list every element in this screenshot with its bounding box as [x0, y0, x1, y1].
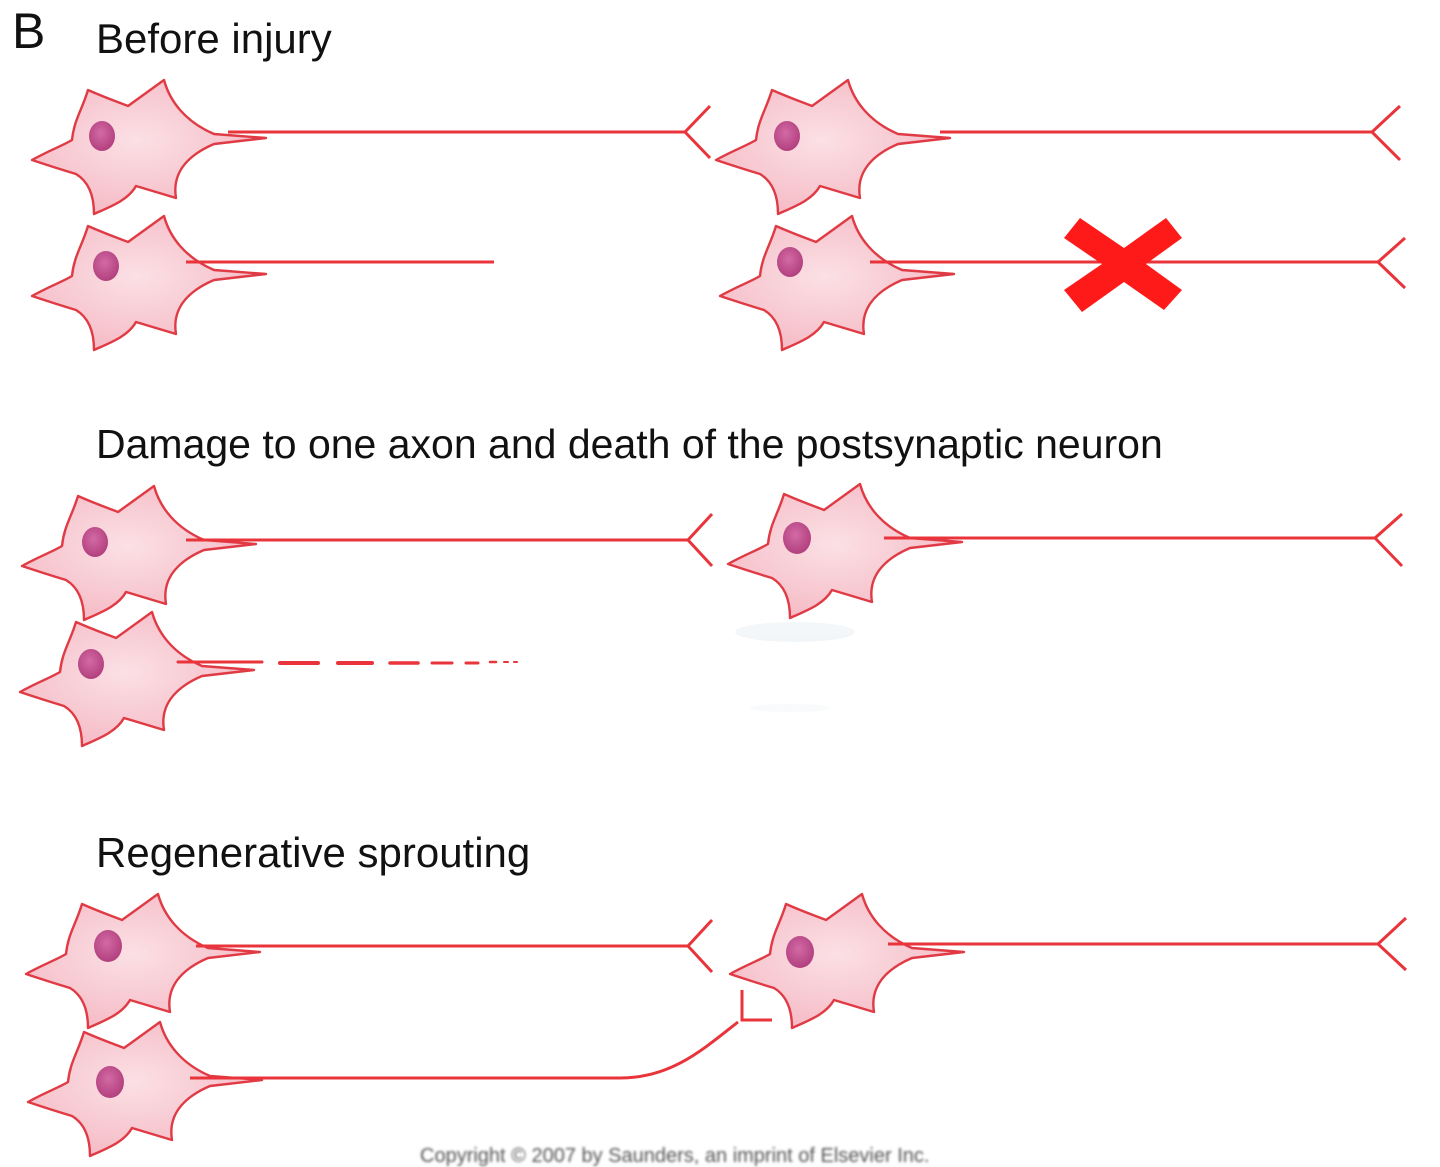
neuron-postsynaptic-intact	[726, 482, 1404, 620]
neuron-presynaptic-intact	[20, 484, 714, 622]
section-damage	[18, 482, 1404, 748]
dead-neuron-ghost	[735, 622, 855, 712]
section-before-injury	[30, 78, 1407, 352]
neuron-soma	[26, 1020, 264, 1158]
neuron-nucleus	[96, 1066, 124, 1098]
section-title-damage: Damage to one axon and death of the post…	[96, 421, 1163, 467]
neuron-presynaptic-regenerated	[26, 990, 772, 1158]
neuron-soma	[728, 892, 966, 1030]
axon-terminal	[1372, 512, 1404, 568]
neuron-soma	[30, 78, 268, 216]
neuron-soma	[726, 482, 964, 620]
panel-letter: B	[12, 3, 46, 59]
neuron-presynaptic-upper-sprouting	[24, 892, 714, 1030]
axon-terminal	[1375, 236, 1407, 290]
axon-sprout	[190, 1020, 739, 1080]
neuron-postsynaptic-lower	[718, 214, 1407, 352]
copyright-notice: Copyright © 2007 by Saunders, an imprint…	[420, 1145, 930, 1167]
neuron-postsynaptic-upper	[714, 78, 1402, 216]
sprout-terminal	[740, 990, 772, 1022]
neuron-nucleus	[78, 649, 104, 679]
neuron-presynaptic-lower	[30, 214, 494, 352]
neuron-nucleus	[783, 522, 811, 554]
axon-terminal	[685, 512, 714, 568]
neuron-soma	[24, 892, 262, 1030]
neuron-nucleus	[94, 930, 122, 962]
neuron-nucleus	[93, 251, 119, 281]
axon-degenerating	[176, 660, 518, 665]
axon-terminal	[1375, 916, 1408, 972]
neuron-soma	[18, 610, 256, 748]
axon-terminal	[682, 104, 712, 160]
neuron-nucleus	[786, 936, 814, 968]
neuron-postsynaptic-sprouting	[728, 892, 1408, 1030]
section-title-regenerative-sprouting: Regenerative sprouting	[96, 829, 531, 876]
axon-terminal	[685, 918, 714, 974]
neuron-soma	[718, 214, 956, 352]
neuron-nucleus	[777, 247, 803, 277]
neuron-soma	[30, 214, 268, 352]
neuron-soma	[20, 484, 258, 622]
neuron-presynaptic-upper	[30, 78, 712, 216]
section-regenerative-sprouting	[24, 892, 1408, 1158]
x-mark-icon	[1064, 218, 1182, 312]
neuron-nucleus	[89, 121, 115, 151]
neuron-nucleus	[774, 121, 800, 151]
neuron-presynaptic-damaged	[18, 610, 518, 748]
section-title-before-injury: Before injury	[96, 15, 332, 62]
neuron-nucleus	[82, 527, 108, 557]
neuron-soma	[714, 78, 952, 216]
axon-terminal	[1369, 104, 1402, 162]
